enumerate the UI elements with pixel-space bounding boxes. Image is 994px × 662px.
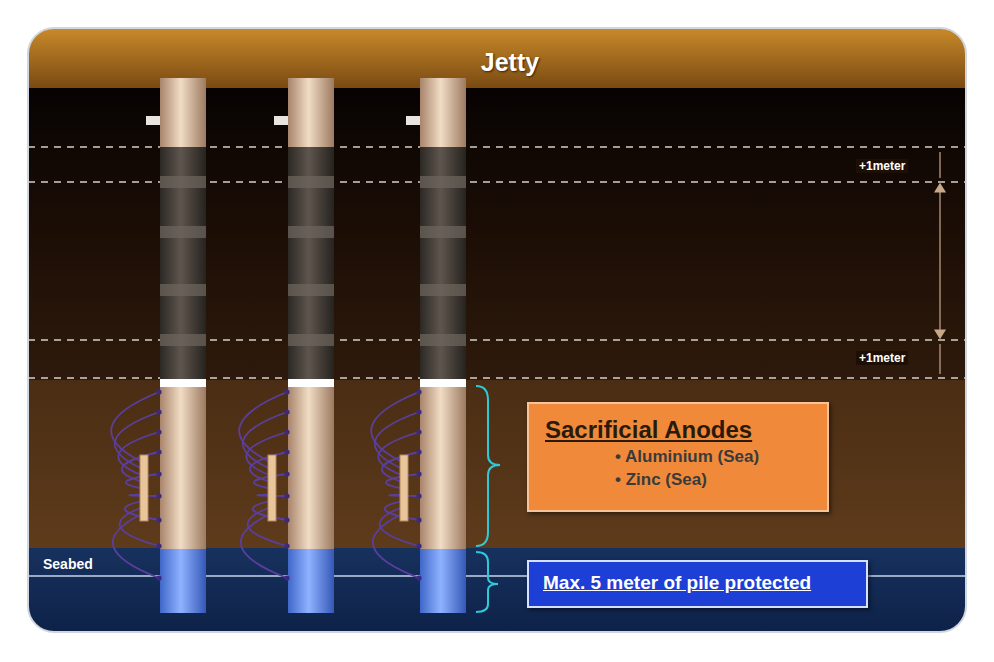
jetty-title: Jetty: [0, 48, 994, 77]
seabed-label: Seabed: [40, 556, 96, 572]
box-item: • Zinc (Sea): [545, 469, 811, 492]
steel-pile: [239, 78, 334, 613]
box-heading: Max. 5 meter of pile protected: [543, 570, 852, 596]
steel-pile: [111, 78, 206, 613]
steel-pile: [371, 78, 466, 613]
height-dimension: +1meter: [856, 159, 908, 173]
box-heading: Sacrificial Anodes: [545, 414, 811, 446]
protection-current-arcs: [239, 389, 289, 580]
box-item: • Aluminium (Sea): [545, 446, 811, 469]
protection-range-box: Max. 5 meter of pile protected: [527, 560, 868, 608]
anode-types-box: Sacrificial Anodes• Aluminium (Sea)• Zin…: [527, 402, 829, 512]
protection-current-arcs: [111, 389, 161, 580]
height-dimension: +1meter: [856, 351, 908, 365]
protection-current-arcs: [371, 389, 421, 580]
